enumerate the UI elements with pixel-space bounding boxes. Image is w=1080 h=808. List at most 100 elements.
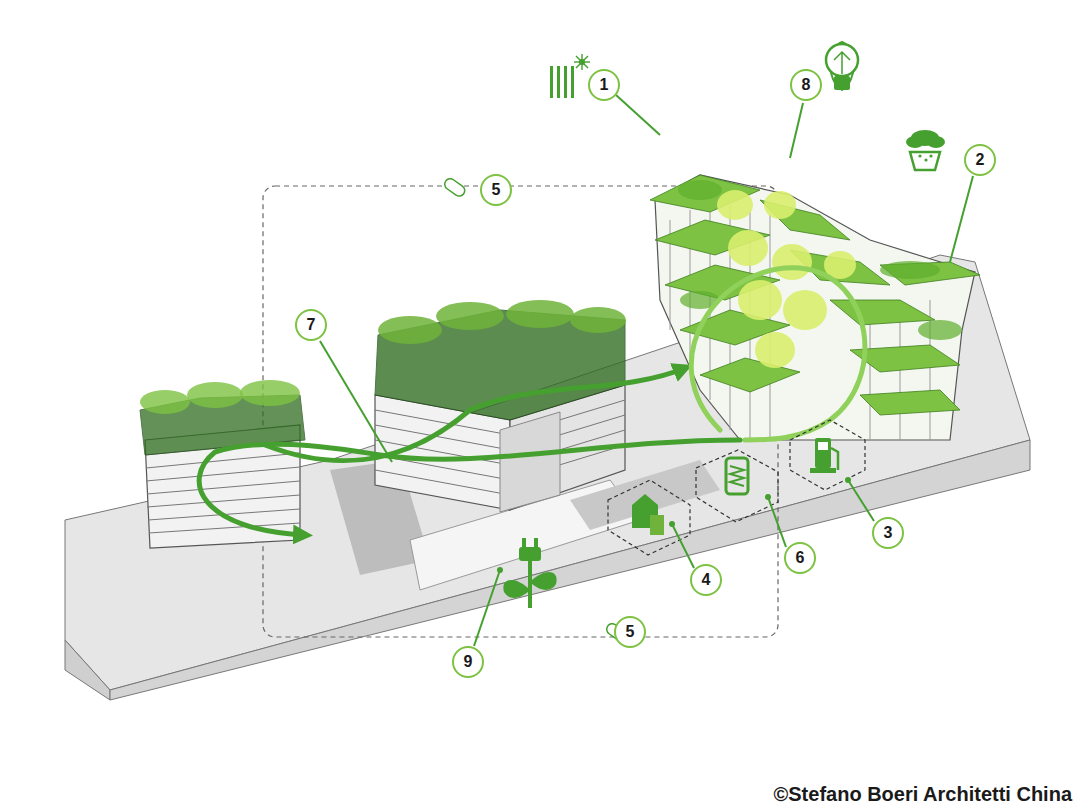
vertical-forest-tower	[650, 175, 980, 415]
utility-icons	[632, 438, 838, 535]
leader-lines	[320, 95, 973, 646]
callout-number: 2	[976, 152, 985, 168]
rain-icon	[918, 154, 921, 157]
site-platform	[65, 255, 1030, 690]
vertical-forest-tower	[918, 320, 962, 340]
utility-icons	[831, 448, 838, 470]
callout-number: 7	[307, 317, 316, 333]
site-platform	[65, 255, 1030, 700]
plug-plant-icon	[528, 560, 532, 608]
utility-icons	[730, 466, 744, 486]
copyright-caption: ©Stefano Boeri Architetti China	[774, 783, 1072, 806]
callout-circle: 7	[295, 309, 327, 341]
callout-number: 9	[464, 654, 473, 670]
leader-dots	[765, 494, 771, 500]
solar-icon	[550, 66, 553, 98]
utility-boxes	[608, 480, 690, 555]
sensor-icon	[443, 177, 629, 644]
middle-building	[570, 307, 626, 333]
flow-arrows	[265, 368, 685, 461]
vertical-forest-tower	[783, 290, 827, 330]
middle-building	[500, 412, 560, 512]
sensor-icon	[443, 177, 467, 199]
rain-icon	[906, 130, 945, 170]
leader-lines	[950, 176, 973, 262]
solar-icon	[576, 56, 588, 68]
bulb-icon	[834, 76, 850, 90]
vertical-forest-tower	[717, 190, 753, 220]
solar-icon	[564, 66, 567, 98]
left-building	[187, 382, 243, 408]
left-building	[145, 440, 300, 533]
vertical-forest-tower	[772, 244, 812, 280]
callout-number: 4	[702, 572, 711, 588]
utility-icons	[650, 515, 664, 535]
vertical-forest-tower	[650, 175, 980, 440]
callout-circle: 6	[784, 542, 816, 574]
vertical-forest-tower	[880, 262, 980, 285]
vertical-forest-tower	[655, 175, 975, 440]
plug-plant-icon	[534, 538, 538, 548]
leader-lines	[616, 95, 660, 135]
vertical-forest-tower	[880, 261, 940, 279]
middle-building	[375, 300, 626, 512]
rain-icon	[927, 136, 945, 148]
vertical-forest-tower	[764, 191, 796, 219]
utility-boxes	[608, 420, 865, 555]
left-building	[240, 380, 300, 406]
vertical-forest-tower	[830, 300, 935, 325]
leader-lines	[768, 497, 786, 547]
left-building	[146, 453, 300, 468]
utility-icons	[810, 468, 836, 473]
middle-building	[436, 302, 504, 330]
site-platform	[65, 640, 110, 700]
callout-circle: 5	[480, 174, 512, 206]
utility-boxes	[696, 450, 778, 522]
callout-number: 1	[600, 77, 609, 93]
plug-plant-icon	[503, 538, 556, 608]
left-building	[147, 495, 300, 507]
vertical-forest-tower	[755, 332, 795, 368]
vertical-forest-tower	[678, 180, 962, 340]
flow-arrows	[199, 268, 865, 535]
left-building	[140, 380, 305, 548]
flow-arrows	[691, 268, 865, 440]
vertical-forest-tower	[930, 300, 931, 440]
bulb-icon	[834, 52, 850, 74]
plug-plant-icon	[522, 538, 526, 548]
plug-plant-icon	[503, 580, 530, 598]
solar-icon	[571, 66, 574, 98]
middle-building	[506, 300, 574, 328]
solar-icon	[550, 54, 590, 98]
rain-icon	[929, 154, 932, 157]
utility-icons	[726, 458, 748, 494]
leader-lines	[848, 480, 874, 521]
plug-plant-icon	[519, 547, 541, 561]
callout-circle: 8	[790, 69, 822, 101]
utility-icons	[818, 442, 828, 450]
callout-circle: 5	[614, 616, 646, 648]
leader-dots	[497, 567, 503, 573]
bulb-icon	[826, 42, 858, 90]
callout-number: 5	[626, 624, 635, 640]
vertical-forest-tower	[678, 180, 722, 200]
leader-lines	[320, 341, 392, 462]
callout-circle: 9	[452, 646, 484, 678]
solar-icon	[576, 56, 588, 68]
callout-number: 6	[796, 550, 805, 566]
callout-circle: 2	[964, 144, 996, 176]
leader-lines	[790, 103, 803, 158]
solar-icon	[574, 54, 590, 70]
middle-building	[378, 316, 442, 344]
callout-circle: 1	[588, 69, 620, 101]
flow-arrows	[199, 440, 740, 535]
leader-dots	[497, 477, 851, 573]
leader-lines	[672, 524, 694, 568]
left-building	[140, 390, 190, 414]
callout-circle: 3	[872, 517, 904, 549]
vertical-forest-tower	[728, 230, 768, 266]
leader-dots	[669, 521, 675, 527]
callout-circle: 4	[690, 564, 722, 596]
vertical-forest-tower	[738, 280, 782, 320]
leader-dots	[845, 477, 851, 483]
